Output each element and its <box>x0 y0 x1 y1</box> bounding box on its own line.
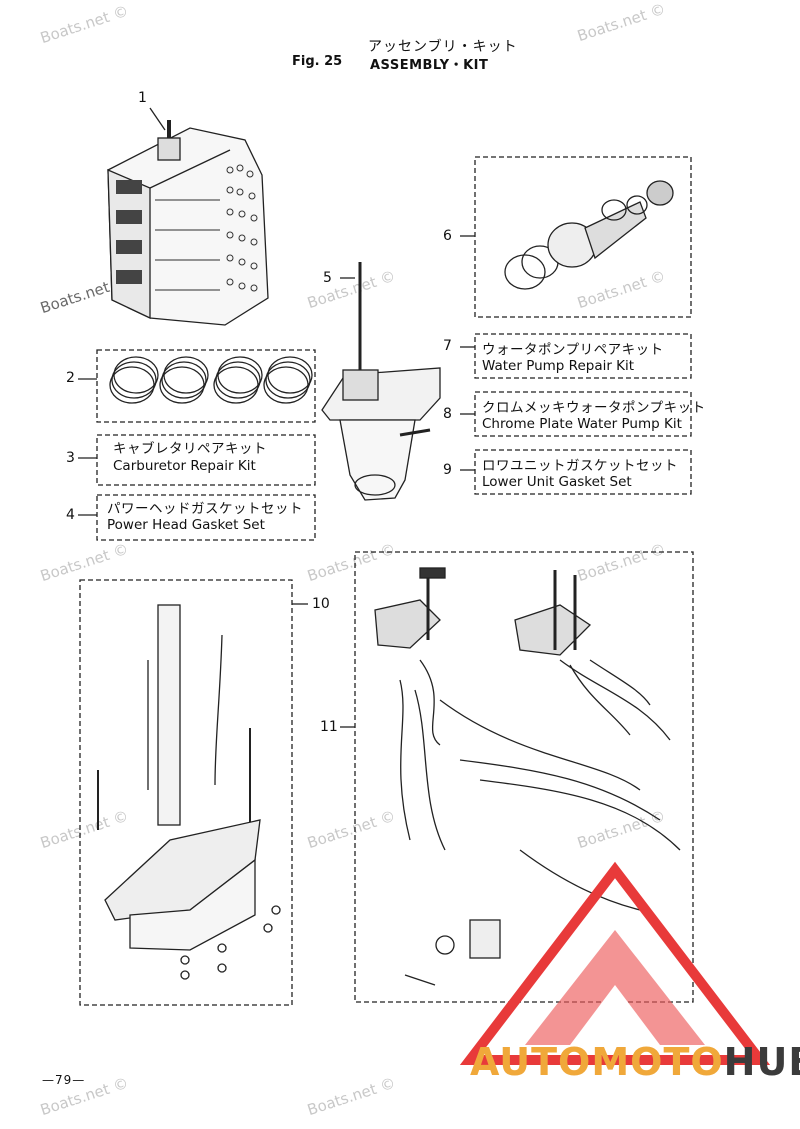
figure-title: ASSEMBLY・KIT <box>370 58 489 73</box>
kit-label-jp: ロワユニットガスケットセット <box>482 458 678 474</box>
logo-text-part1: AUTOMOTO <box>470 1040 724 1084</box>
remote-control-illustration <box>374 567 681 986</box>
page-number: —79— <box>42 1073 86 1087</box>
power-head-illustration <box>107 120 269 326</box>
callout-10: 10 <box>312 596 330 612</box>
callout-1: 1 <box>138 90 147 106</box>
kit-label: Lower Unit Gasket Set <box>482 474 632 490</box>
kit-box-driveshaft-housing <box>79 579 293 1006</box>
figure-title-japanese: アッセンブリ・キット <box>368 39 518 55</box>
kit-box-lower-unit-gasket <box>474 449 692 495</box>
callout-5: 5 <box>323 270 332 286</box>
callout-11: 11 <box>320 719 338 735</box>
callout-8: 8 <box>443 406 452 422</box>
leader-line <box>149 107 166 131</box>
kit-box-carburetor <box>96 434 316 486</box>
callout-9: 9 <box>443 462 452 478</box>
kit-box-water-pump-repair <box>474 333 692 379</box>
callout-7: 7 <box>443 338 452 354</box>
kit-label-jp: クロムメッキウォータポンプキット <box>482 400 706 416</box>
callout-2: 2 <box>66 370 75 386</box>
kit-label: Water Pump Repair Kit <box>482 358 635 374</box>
kit-box-powerhead-gasket <box>96 494 316 541</box>
kit-label-jp: ウォータポンプリペアキット <box>482 342 664 358</box>
site-logo: AUTOMOTOHUB <box>470 1040 800 1084</box>
kit-label: Power Head Gasket Set <box>107 517 265 533</box>
kit-label: Carburetor Repair Kit <box>113 458 256 474</box>
logo-text-part2: HUB <box>723 1040 800 1084</box>
kit-label: Chrome Plate Water Pump Kit <box>482 416 682 432</box>
piston-rings-illustration <box>109 356 313 404</box>
logo-triangle-icon <box>459 861 771 1065</box>
kit-box-water-pump-housing <box>474 156 692 318</box>
callout-3: 3 <box>66 450 75 466</box>
figure-number: Fig. 25 <box>292 54 343 69</box>
driveshaft-illustration <box>97 604 281 980</box>
kit-box-remote-control <box>354 551 694 1003</box>
lower-unit-illustration <box>321 262 441 501</box>
kit-label-jp: キャブレタリペアキット <box>113 441 267 457</box>
water-pump-illustration <box>504 180 674 290</box>
kit-label-jp: パワーヘッドガスケットセット <box>107 501 303 517</box>
callout-4: 4 <box>66 507 75 523</box>
kit-box-rings <box>96 349 316 423</box>
callout-6: 6 <box>443 228 452 244</box>
